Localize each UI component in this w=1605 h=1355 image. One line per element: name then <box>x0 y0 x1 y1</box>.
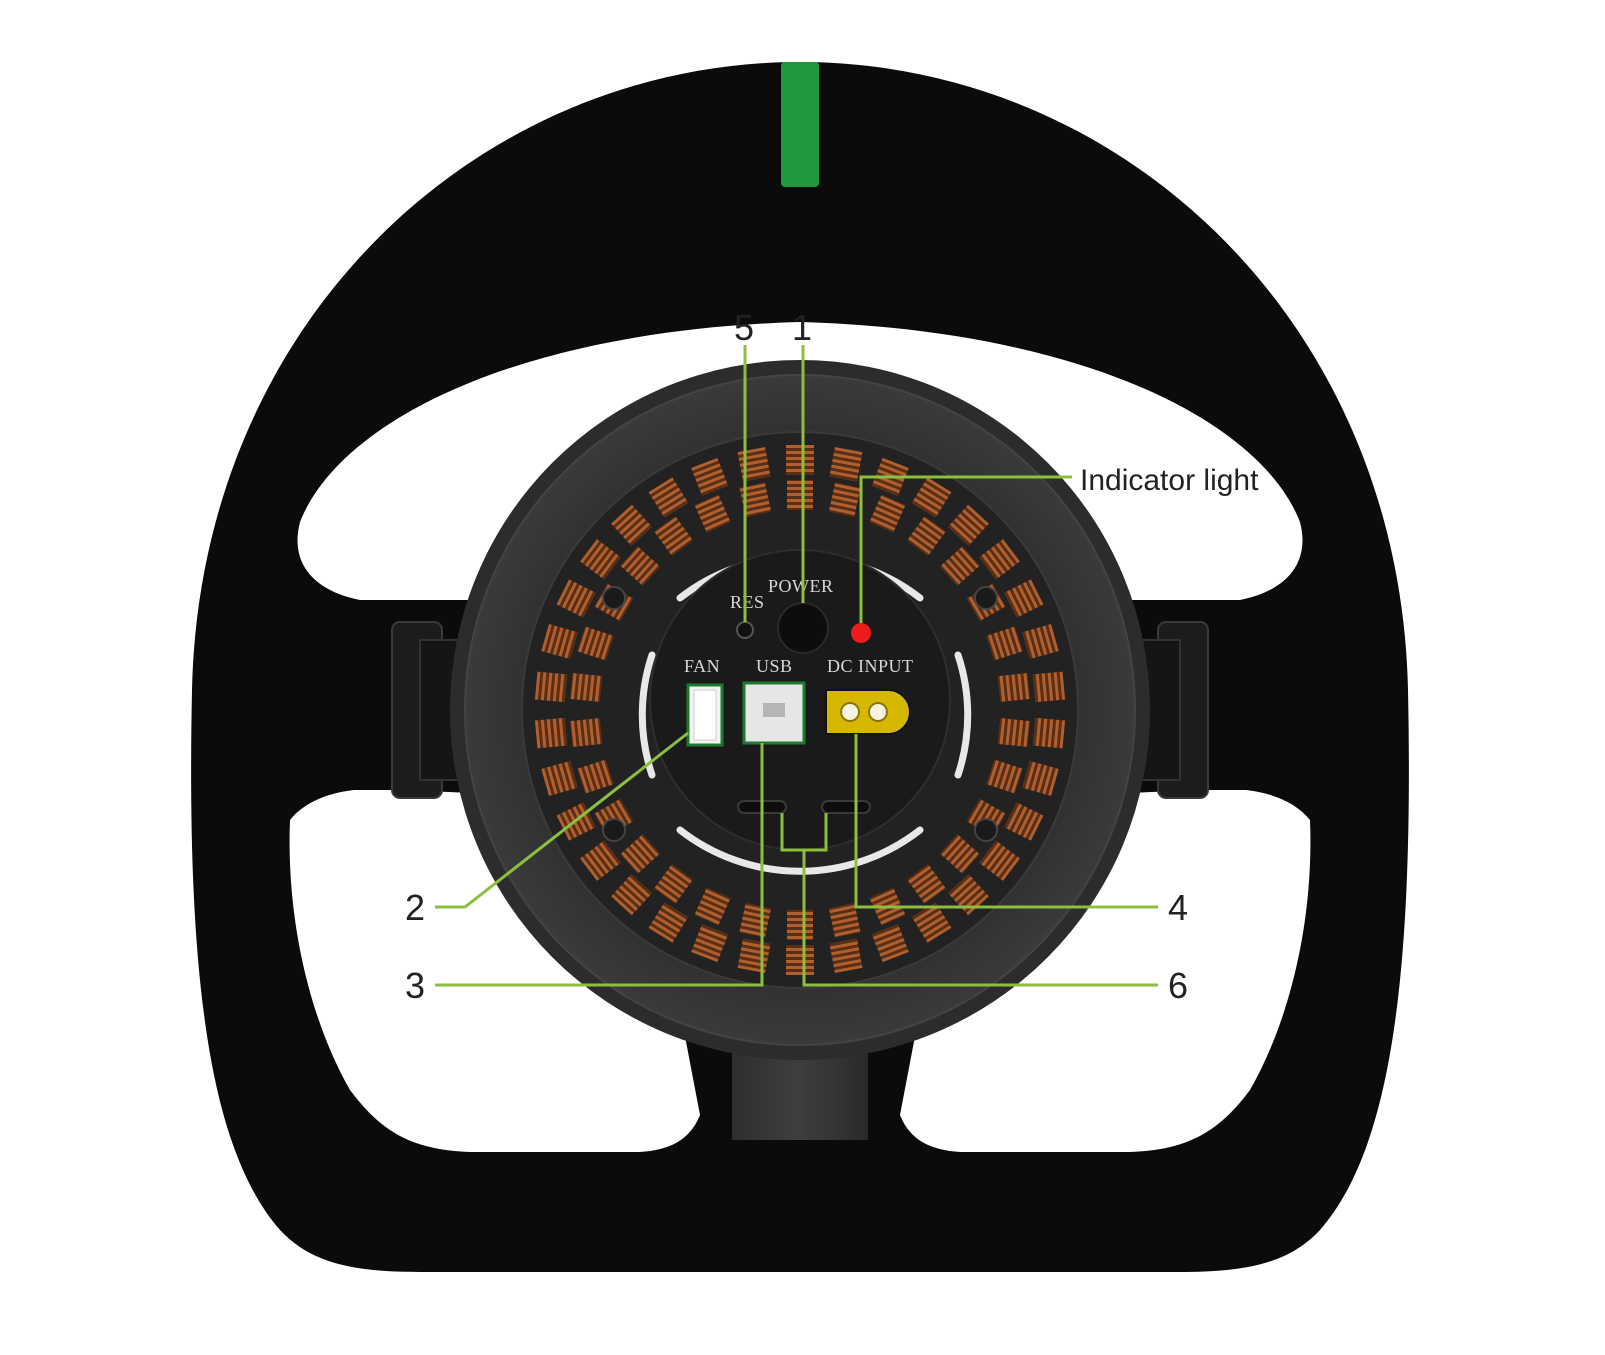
leader-line-4 <box>854 734 1158 909</box>
coil-segment <box>694 887 731 926</box>
coil-segment <box>787 480 813 510</box>
coil-segment <box>829 446 863 482</box>
reset-pinhole-icon[interactable] <box>736 621 754 639</box>
coil-segment <box>986 626 1023 661</box>
screw-hole <box>974 586 998 610</box>
coil-segment <box>828 902 861 938</box>
callout-4: 4 <box>1168 887 1188 928</box>
dc-input-label: DC INPUT <box>827 656 914 676</box>
coil-segment <box>611 504 653 546</box>
coil-segment <box>541 760 578 796</box>
coil-segment <box>569 673 603 703</box>
coil-segment <box>829 938 863 974</box>
callout-3: 3 <box>405 965 425 1006</box>
coil-segment <box>1022 760 1059 796</box>
bottom-arc-guide <box>676 826 924 875</box>
dc-input-port[interactable] <box>825 689 911 735</box>
coil-segment <box>654 864 693 904</box>
coil-segment <box>534 717 568 749</box>
coil-segment <box>787 910 813 940</box>
right-arc-guide <box>954 651 972 779</box>
coil-segment <box>997 673 1031 703</box>
coil-segment <box>986 759 1023 794</box>
coil-segment <box>691 457 729 496</box>
left-clamp <box>391 621 469 799</box>
coil-segment <box>556 579 596 618</box>
leader-line-3 <box>435 743 764 987</box>
coil-segment <box>580 840 621 881</box>
coil-segment <box>648 902 689 943</box>
coil-segment <box>541 624 578 660</box>
coil-segment <box>979 539 1020 580</box>
coil-segment <box>907 516 946 556</box>
coil-segment <box>577 759 614 794</box>
coil-segment <box>786 445 814 475</box>
coil-segment <box>979 840 1020 881</box>
coil-segment <box>691 924 729 963</box>
callout-1: 1 <box>792 307 812 348</box>
coil-segment <box>939 834 980 874</box>
callout-6: 6 <box>1168 965 1188 1006</box>
leader-line-indicator <box>859 475 1072 623</box>
power-button-icon[interactable] <box>777 602 829 654</box>
coil-segment <box>911 902 952 943</box>
coil-segment <box>947 504 989 546</box>
coil-segment <box>739 482 772 518</box>
coil-segment <box>947 874 989 916</box>
coil-segment <box>939 546 980 586</box>
leader-line-6 <box>780 813 1158 987</box>
slot-right <box>821 800 871 814</box>
screw-hole <box>602 818 626 842</box>
usb-port[interactable] <box>742 681 806 745</box>
coil-segment <box>569 717 603 747</box>
coil-segment <box>654 516 693 556</box>
coil-segment <box>620 546 661 586</box>
coil-segment <box>737 938 771 974</box>
coil-segment <box>620 834 661 874</box>
coil-segment <box>1032 671 1066 703</box>
coil-segment <box>997 717 1031 747</box>
center-marker-stripe <box>781 62 819 187</box>
screw-hole <box>974 818 998 842</box>
coil-segment <box>737 446 771 482</box>
coil-segment <box>580 539 621 580</box>
power-label: POWER <box>768 576 834 596</box>
res-label: RES <box>730 592 765 612</box>
callout-5: 5 <box>734 307 754 348</box>
coil-segment <box>907 864 946 904</box>
coil-segment <box>611 874 653 916</box>
leader-line-2 <box>435 731 689 909</box>
usb-label: USB <box>756 656 793 676</box>
coil-segment <box>828 482 861 518</box>
callout-indicator-light: Indicator light <box>1080 464 1259 497</box>
coil-segment <box>694 494 731 533</box>
coil-ring <box>534 445 1066 975</box>
leader-lines <box>435 345 1158 987</box>
coil-segment <box>869 494 906 533</box>
callout-2: 2 <box>405 887 425 928</box>
coil-segment <box>1022 624 1059 660</box>
coil-segment <box>911 477 952 518</box>
fan-label: FAN <box>684 656 720 676</box>
coil-segment <box>871 924 909 963</box>
coil-segment <box>1004 802 1044 841</box>
coil-segment <box>1004 579 1044 618</box>
coil-segment <box>648 477 689 518</box>
coil-segment <box>1032 717 1066 749</box>
screw-hole <box>602 586 626 610</box>
fan-connector[interactable] <box>686 683 724 747</box>
coil-segment <box>534 671 568 703</box>
coil-segment <box>786 945 814 975</box>
coil-segment <box>577 626 614 661</box>
led-dot-icon <box>851 623 871 643</box>
